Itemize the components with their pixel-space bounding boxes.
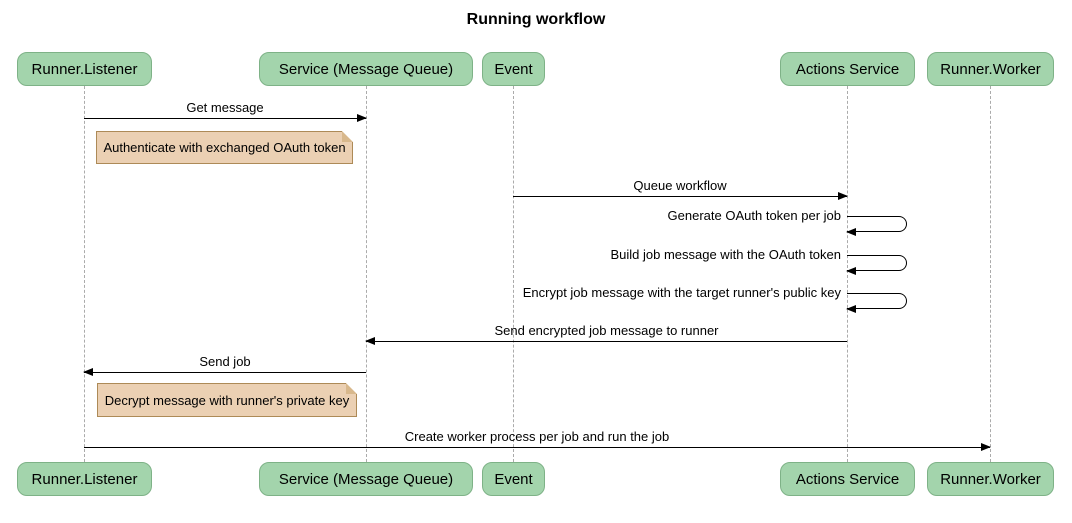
actor-label: Actions Service	[795, 470, 900, 488]
note-fold-icon	[342, 131, 353, 142]
note-text: Authenticate with exchanged OAuth token	[103, 140, 346, 155]
note-authenticate: Authenticate with exchanged OAuth token	[96, 131, 353, 164]
message-send-job: Send job	[83, 354, 366, 376]
actor-label: Runner.Worker	[940, 60, 1041, 78]
note-fold-icon	[346, 383, 357, 394]
actor-label: Actions Service	[795, 60, 900, 78]
message-label: Send encrypted job message to runner	[494, 323, 719, 338]
actor-top-actions-service: Actions Service	[780, 52, 915, 86]
self-message-build-job-message: Build job message with the OAuth token	[610, 247, 841, 262]
self-message-generate-oauth-token: Generate OAuth token per job	[667, 208, 841, 223]
note-decrypt: Decrypt message with runner's private ke…	[97, 383, 357, 417]
actor-top-runner-worker: Runner.Worker	[927, 52, 1054, 86]
note-text: Decrypt message with runner's private ke…	[104, 392, 350, 408]
arrow-right-icon	[513, 192, 848, 200]
actor-bottom-service-message-queue: Service (Message Queue)	[259, 462, 473, 496]
message-queue-workflow: Queue workflow	[513, 178, 848, 200]
actor-top-runner-listener: Runner.Listener	[17, 52, 152, 86]
actor-bottom-runner-worker: Runner.Worker	[927, 462, 1054, 496]
actor-bottom-runner-listener: Runner.Listener	[17, 462, 152, 496]
lifeline-runner-worker	[990, 86, 991, 462]
actor-bottom-event: Event	[482, 462, 545, 496]
actor-bottom-actions-service: Actions Service	[780, 462, 915, 496]
message-create-worker: Create worker process per job and run th…	[84, 429, 991, 451]
actor-label: Event	[494, 60, 533, 78]
actor-top-event: Event	[482, 52, 545, 86]
message-get-message: Get message	[84, 100, 367, 122]
arrow-right-icon	[84, 443, 991, 451]
self-loop-arrow-icon	[846, 255, 907, 275]
actor-top-service-message-queue: Service (Message Queue)	[259, 52, 473, 86]
message-send-encrypted-job: Send encrypted job message to runner	[365, 323, 847, 345]
arrow-left-icon	[83, 368, 366, 376]
diagram-title: Running workflow	[466, 11, 606, 28]
message-label: Send job	[199, 354, 251, 369]
lifeline-service-message-queue	[366, 86, 367, 462]
lifeline-event	[513, 86, 514, 462]
actor-label: Runner.Worker	[940, 470, 1041, 488]
self-loop-arrow-icon	[846, 293, 907, 313]
message-label: Create worker process per job and run th…	[404, 429, 670, 444]
message-label: Queue workflow	[633, 178, 727, 193]
arrow-left-icon	[365, 337, 847, 345]
message-label: Get message	[186, 100, 264, 115]
actor-label: Event	[494, 470, 533, 488]
lifeline-runner-listener	[84, 86, 85, 462]
arrow-right-icon	[84, 114, 367, 122]
actor-label: Runner.Listener	[31, 60, 138, 78]
self-message-encrypt-job-message: Encrypt job message with the target runn…	[522, 285, 841, 300]
actor-label: Service (Message Queue)	[278, 60, 454, 78]
actor-label: Runner.Listener	[31, 470, 138, 488]
actor-label: Service (Message Queue)	[278, 470, 454, 488]
self-loop-arrow-icon	[846, 216, 907, 236]
